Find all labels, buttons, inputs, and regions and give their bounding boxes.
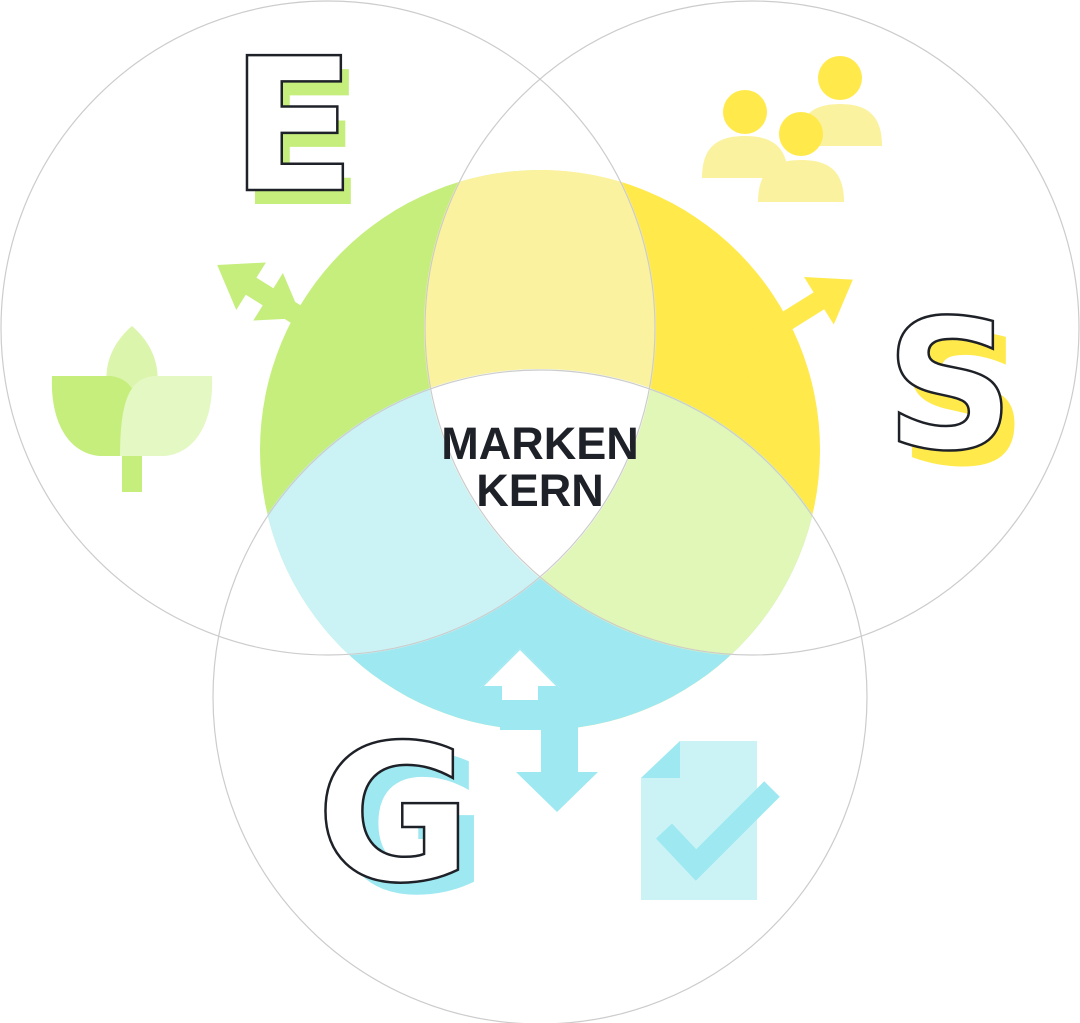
plant-icon bbox=[51, 326, 213, 492]
environmental-circle bbox=[0, 0, 656, 656]
letter-g-shadow: G bbox=[332, 716, 488, 937]
letter-e: E bbox=[230, 18, 356, 234]
brand-core-label-line-1: MARKEN bbox=[441, 418, 639, 469]
brand-core-label-line-2: KERN bbox=[476, 465, 604, 516]
people-icon bbox=[702, 56, 882, 202]
letter-s-shadow: S bbox=[898, 298, 1028, 507]
governance-double-arrow-icon bbox=[480, 648, 598, 812]
letter-e-badge: E E bbox=[229, 17, 365, 248]
checked-document-icon bbox=[641, 741, 780, 900]
letter-s-badge: S S bbox=[884, 281, 1028, 507]
social-circle bbox=[424, 0, 1080, 656]
governance-circle bbox=[212, 369, 868, 1023]
check-mark-icon bbox=[655, 781, 780, 881]
social-double-arrow-icon bbox=[700, 277, 853, 378]
letter-e-shadow: E bbox=[238, 32, 364, 248]
letter-s: S bbox=[885, 282, 1015, 491]
letter-g-badge: G G bbox=[315, 703, 488, 937]
environmental-double-arrow-icon bbox=[217, 262, 311, 329]
letter-g: G bbox=[316, 704, 472, 925]
